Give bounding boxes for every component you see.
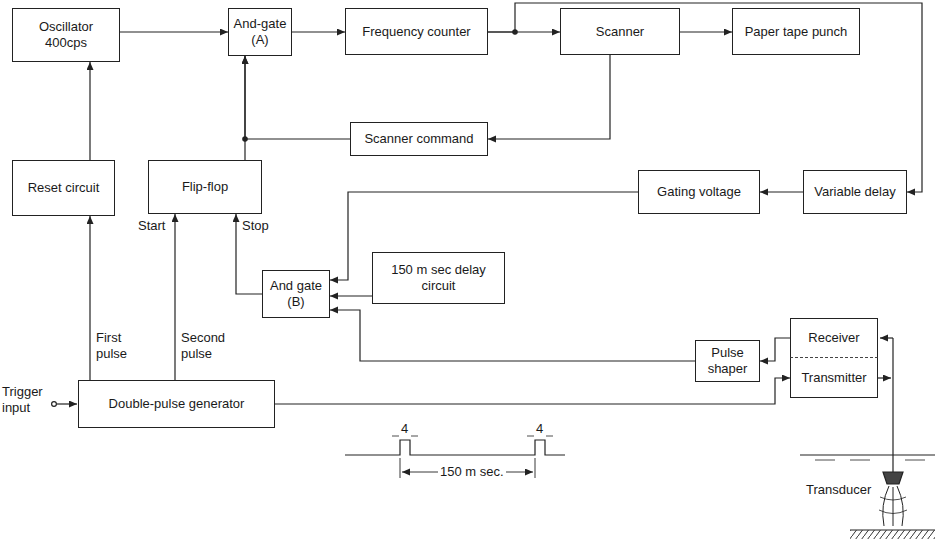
receiver-box: Receiver [790, 318, 878, 358]
signal-label: First pulse [96, 330, 136, 361]
node-text: Double-pulse generator [109, 396, 245, 412]
signal-label: 4 [536, 421, 543, 437]
node-text: Reset circuit [28, 180, 100, 196]
node-text: Scanner [596, 24, 644, 40]
node-text: And gate (B) [267, 278, 325, 309]
delay-circuit-box: 150 m sec delay circuit [372, 252, 505, 304]
signal-label: Start [138, 218, 165, 234]
signal-connector [760, 338, 790, 361]
trigger-wire [57, 403, 77, 404]
gating-box: Gating voltage [638, 170, 760, 214]
signal-label: Trigger input [2, 384, 50, 415]
node-text: 150 m sec delay circuit [377, 262, 500, 293]
command-box: Scanner command [350, 122, 488, 156]
signal-connector [89, 216, 90, 380]
node-text: Frequency counter [362, 24, 470, 40]
transmitter-box: Transmitter [790, 358, 878, 398]
sound-wave [879, 497, 907, 514]
signal-connector [174, 214, 175, 380]
water-surface [800, 454, 935, 455]
flip-flop-box: Flip-flop [148, 160, 262, 214]
node-text: Gating voltage [657, 184, 741, 200]
signal-connector [244, 56, 245, 160]
node-text: Paper tape punch [745, 24, 848, 40]
counter-box: Frequency counter [345, 8, 488, 55]
signal-label: 150 m sec. [438, 464, 506, 480]
signal-label: Second pulse [181, 330, 233, 361]
node-text: Receiver [808, 330, 859, 346]
transducer-cable [892, 338, 893, 472]
node-text: Variable delay [814, 184, 895, 200]
pulse-waveform [345, 440, 565, 455]
node-text: And-gate (A) [233, 16, 287, 47]
signal-connector [330, 295, 372, 296]
signal-connector [760, 191, 803, 192]
reset-box: Reset circuit [12, 160, 115, 216]
scanner-box: Scanner [560, 8, 680, 55]
width-mark [392, 436, 553, 437]
node-text: Flip-flop [182, 179, 228, 195]
input-terminal [52, 402, 57, 407]
signal-connector [488, 3, 922, 192]
node-text: Pulse shaper [700, 345, 755, 376]
signal-connector [680, 31, 732, 32]
water-ripple [815, 460, 925, 461]
delay-box: Variable delay [803, 170, 907, 214]
punch-box: Paper tape punch [732, 8, 860, 55]
receive-wire [880, 337, 893, 338]
sound-beam [883, 486, 903, 526]
signal-label: 4 [401, 421, 408, 437]
signal-connector [292, 31, 345, 32]
generator-box: Double-pulse generator [78, 380, 275, 428]
transducer-body [883, 472, 903, 484]
and-gate-box: And-gate (A) [228, 8, 292, 56]
oscillator-box: Oscillator 400cps [12, 8, 120, 62]
signal-connector [120, 31, 228, 32]
node-text: Scanner command [364, 131, 473, 147]
and-gate-box: And gate (B) [262, 270, 330, 318]
shaper-box: Pulse shaper [695, 340, 760, 382]
transmit-wire [878, 377, 891, 378]
node-text: Transmitter [801, 370, 866, 386]
signal-label: Transducer [806, 482, 871, 498]
signal-connector [330, 310, 695, 361]
signal-connector [89, 62, 90, 160]
signal-label: Stop [242, 218, 269, 234]
seabed-hatch [850, 530, 935, 539]
node-text: Oscillator 400cps [17, 19, 115, 50]
signal-connector [245, 56, 350, 139]
signal-connector [488, 55, 610, 139]
